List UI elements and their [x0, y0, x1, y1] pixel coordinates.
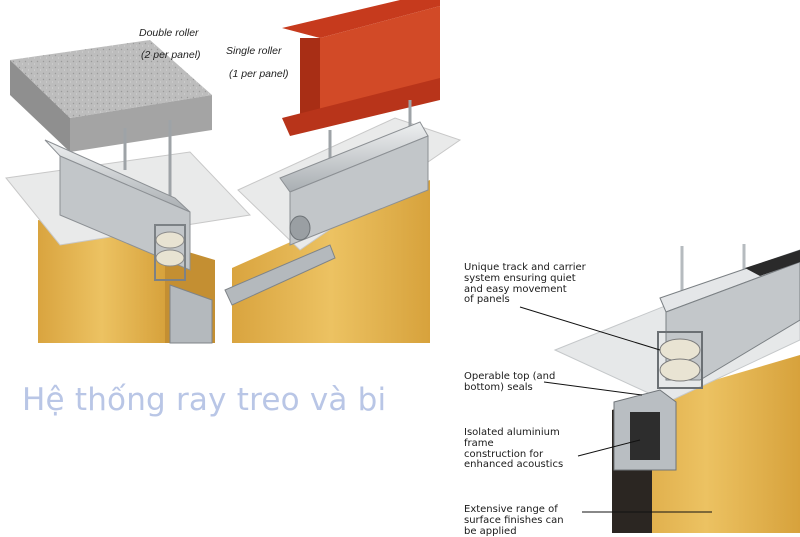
roller — [155, 249, 185, 267]
callout-line: be applied — [464, 525, 517, 537]
steel-beam-bottom-flange — [282, 78, 440, 136]
callout-line: frame — [464, 437, 494, 449]
double-roller-note: (2 per panel) — [141, 49, 201, 61]
callout-line: Extensive range of — [464, 504, 558, 515]
callout-line: Unique track and carrier — [464, 262, 586, 273]
sectional-detail — [519, 244, 800, 533]
roller — [659, 358, 701, 382]
callout-track-carrier: Unique track and carrier system ensuring… — [464, 262, 586, 306]
steel-beam-web — [300, 38, 320, 118]
wood-panel-right — [232, 180, 430, 343]
page-title: Hệ thống ray treo và bi — [22, 382, 387, 418]
concrete-slab-side — [10, 60, 70, 152]
callout-line: Operable top (and — [464, 371, 556, 382]
panel-frame-left — [169, 284, 213, 344]
callout-line: of panels — [464, 294, 510, 306]
single-roller-assembly — [224, 0, 462, 343]
concrete-slab — [10, 40, 212, 118]
leader-line — [577, 439, 641, 457]
roller — [289, 215, 311, 241]
concrete-slab-front — [70, 95, 212, 152]
callout-line: construction for — [464, 448, 544, 460]
roller — [659, 338, 701, 362]
carrier — [657, 331, 703, 389]
callout-line: bottom) seals — [464, 381, 533, 393]
double-roller-caption: Double roller — [139, 27, 199, 39]
callout-aluminium-frame: Isolated aluminium frame construction fo… — [464, 427, 564, 471]
double-roller-assembly — [5, 40, 252, 344]
callout-line: surface finishes can — [464, 514, 564, 526]
carrier — [154, 224, 186, 281]
track-slot — [745, 250, 800, 276]
single-roller-note: (1 per panel) — [229, 68, 289, 80]
single-roller-caption: Single roller — [226, 45, 282, 57]
frame-cavity — [630, 412, 660, 460]
roller — [155, 231, 185, 249]
callout-line: and easy movement — [464, 283, 567, 295]
wood-panel-left — [38, 220, 165, 343]
leader-line — [543, 381, 643, 396]
leader-line — [519, 306, 661, 351]
panel-frame-right — [224, 244, 336, 306]
callout-seals: Operable top (and bottom) seals — [464, 371, 556, 394]
callout-line: system ensuring quiet — [464, 272, 576, 284]
callout-surface-finishes: Extensive range of surface finishes can … — [464, 504, 564, 537]
callout-line: Isolated aluminium — [464, 427, 560, 438]
callout-line: enhanced acoustics — [464, 459, 564, 471]
steel-beam-top-flange — [282, 0, 440, 38]
